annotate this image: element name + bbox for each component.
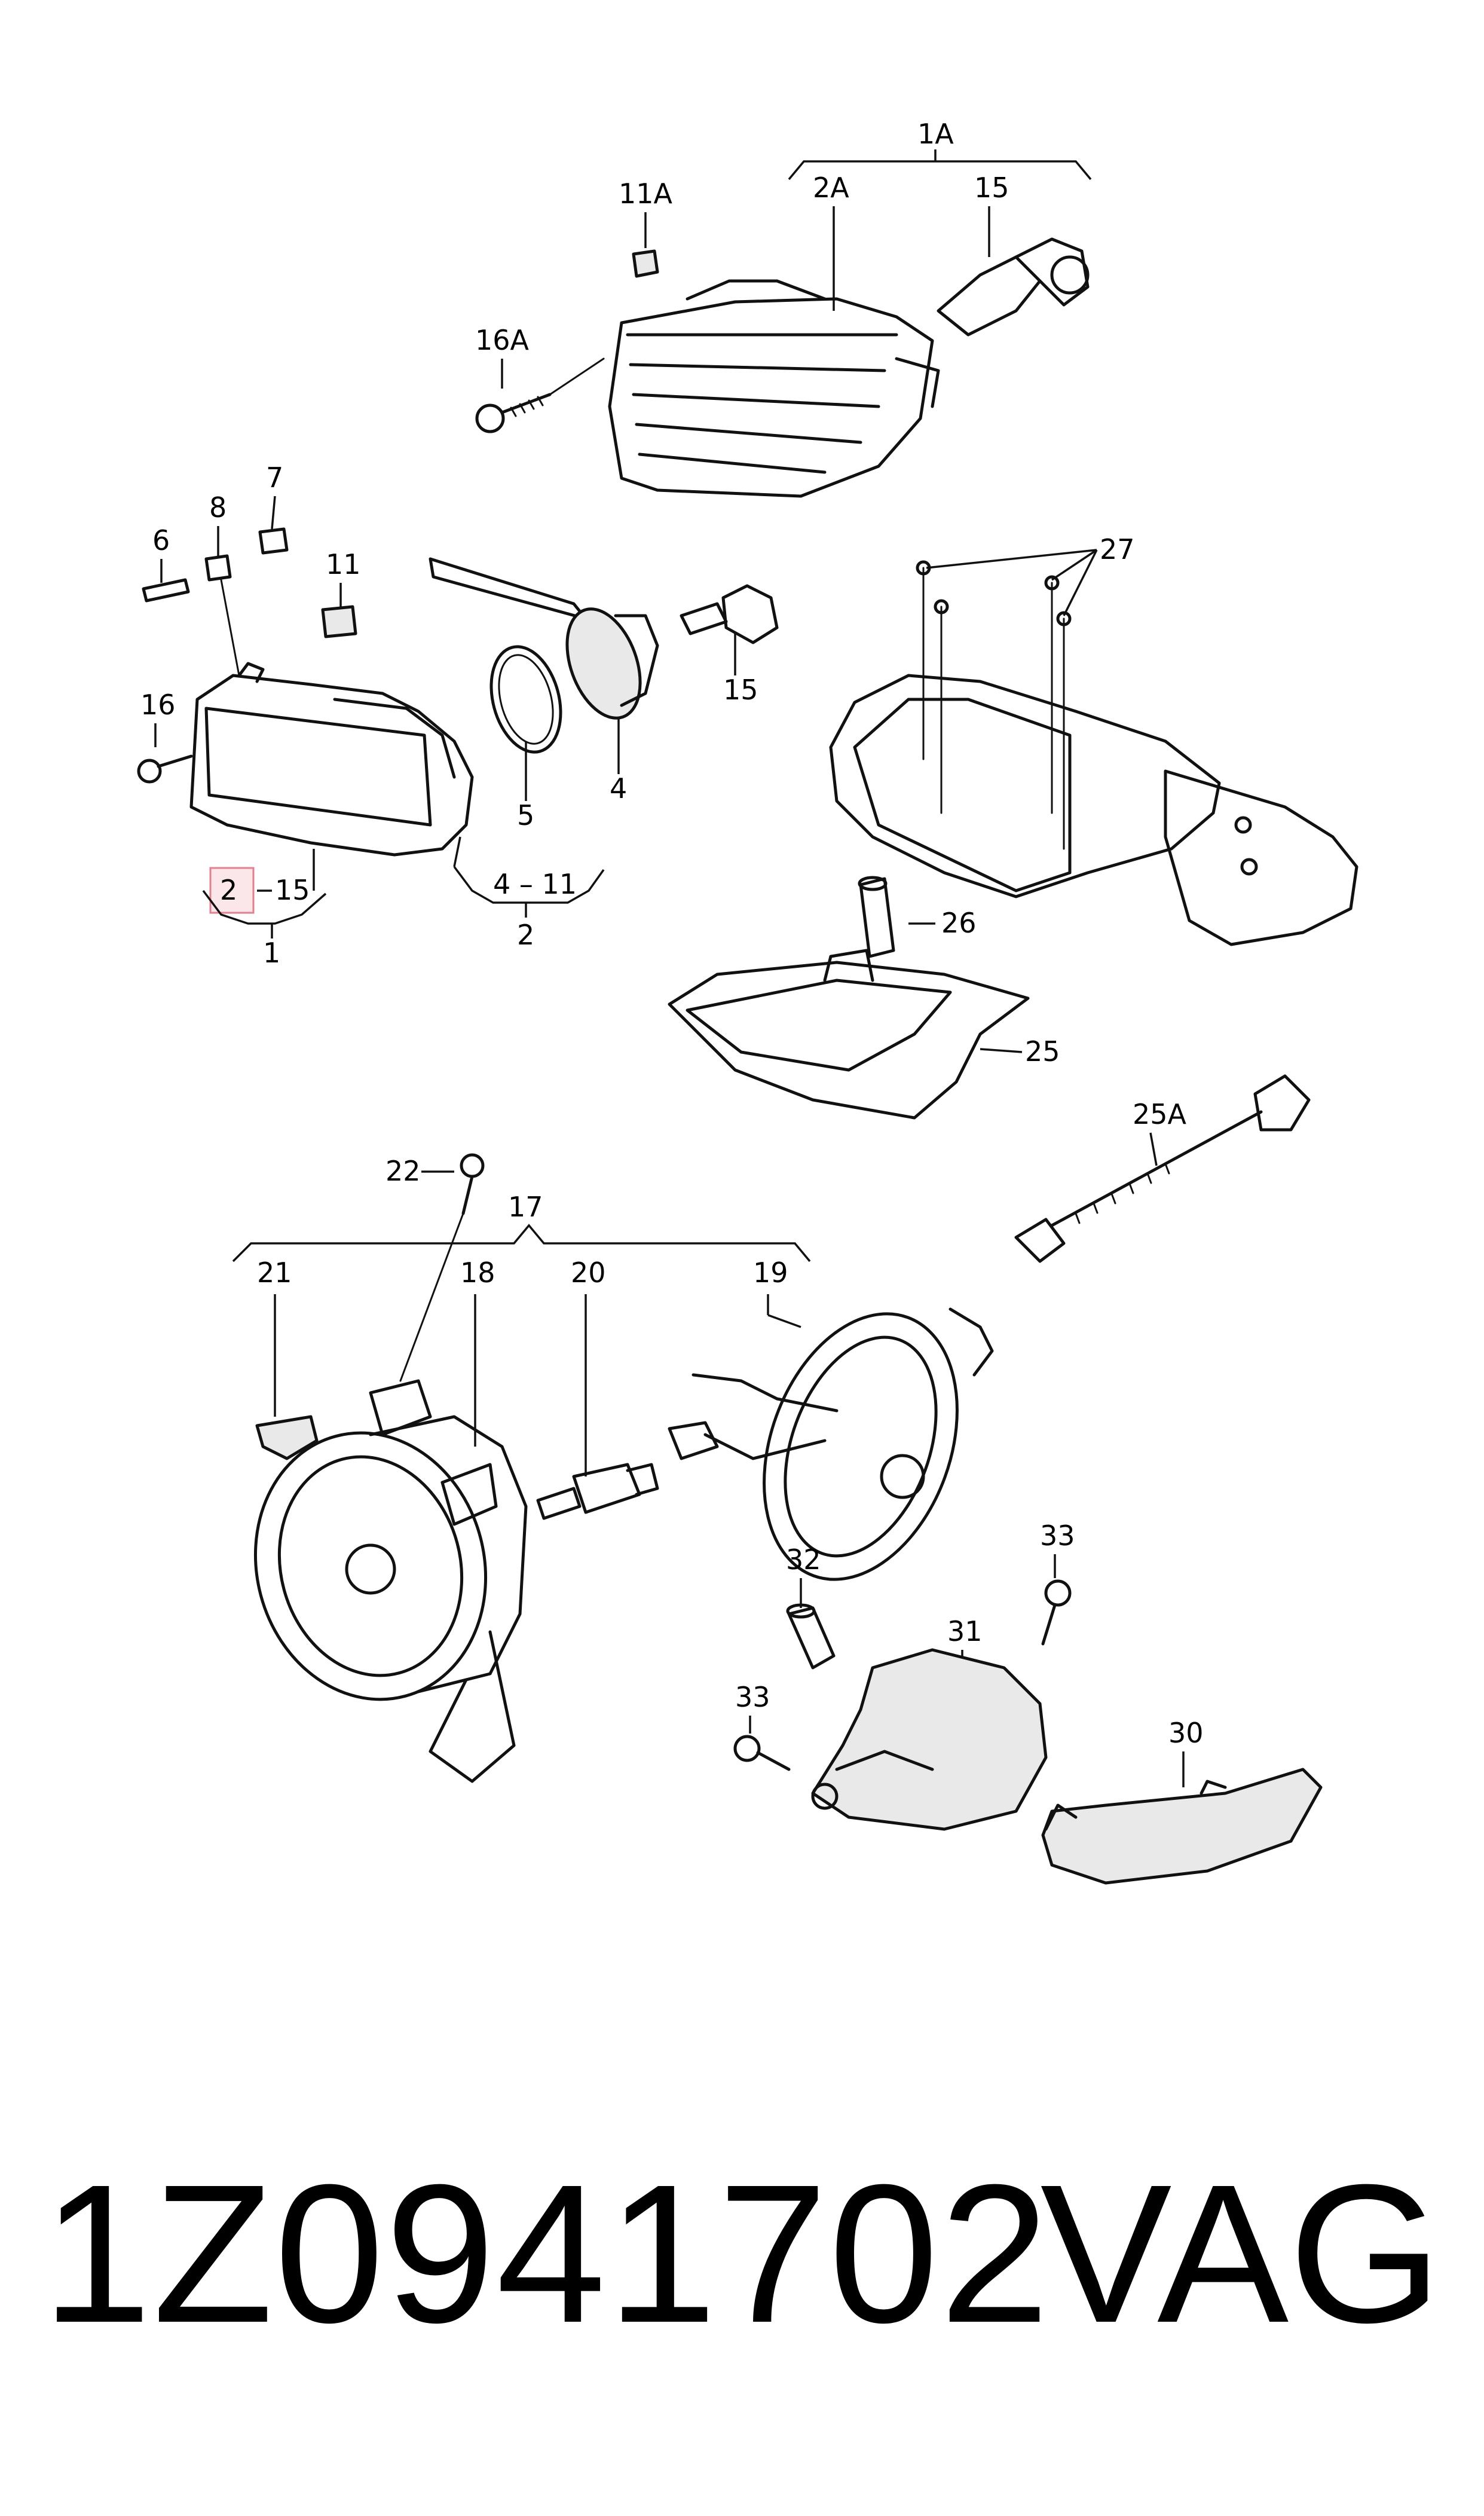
callout-33-right: 33 [1040, 1520, 1075, 1552]
screw-33-right [1041, 1579, 1072, 1646]
callout-33-left: 33 [735, 1681, 770, 1713]
reflector-4 [429, 557, 659, 720]
callout-21: 21 [257, 1257, 292, 1289]
cap-26 [859, 877, 895, 958]
footer: 1Z0941702 VAG [0, 2128, 1484, 2379]
screw-16 [137, 754, 193, 784]
callout-2A: 2A [813, 172, 849, 204]
exploded-parts-diagram: 1A 2A 15 11A 16A 7 8 [137, 118, 1358, 1885]
screw-22 [399, 1153, 485, 1382]
clip-7 [258, 527, 289, 555]
mirror-housing-group: 27 26 25 25A [668, 533, 1358, 1263]
callout-22: 22 [385, 1155, 421, 1187]
bulb-15-mid [680, 584, 779, 644]
bulb-15-top [937, 237, 1090, 337]
fog-lamp-body-18 [253, 1379, 528, 1783]
mirror-glass-plate [1164, 769, 1358, 946]
callout-19: 19 [753, 1257, 788, 1289]
callout-27: 27 [1100, 533, 1135, 565]
callout-11A: 11A [619, 178, 673, 210]
callout-8: 8 [209, 491, 227, 524]
callout-4-11-range: 4 – 11 [493, 868, 577, 900]
callout-30: 30 [1168, 1717, 1204, 1749]
clip-21 [255, 1415, 319, 1460]
adjuster-25a [1014, 1074, 1311, 1263]
callout-15-top: 15 [974, 172, 1009, 204]
callout-7: 7 [266, 461, 283, 494]
callout-2-highlighted: 2 [220, 874, 237, 906]
seal-ring-5 [489, 645, 562, 754]
callout-20: 20 [571, 1257, 606, 1289]
fog-lamp-assembly-17: 22 17 21 18 20 19 [232, 1153, 994, 1783]
brand-name: VAG [1040, 2143, 1442, 2364]
trim-cover-31 [811, 1648, 1048, 1831]
callout-18: 18 [460, 1257, 495, 1289]
nut-11 [321, 605, 357, 638]
callout-17: 17 [508, 1191, 543, 1223]
trim-group: 32 33 33 31 30 [733, 1520, 1323, 1885]
callout-11: 11 [326, 548, 361, 580]
reflector-19 [668, 1307, 994, 1581]
fog-lamp-assembly-1a: 1A 2A 15 11A 16A [475, 118, 1092, 498]
callout-25: 25 [1025, 1035, 1060, 1068]
callout-16A: 16A [475, 324, 530, 356]
screw-6 [142, 578, 190, 603]
callout-5: 5 [517, 799, 534, 831]
callout-31: 31 [947, 1615, 983, 1647]
callout-4: 4 [610, 772, 627, 805]
callout-2-subgroup: 2 [517, 919, 534, 951]
callout-1: 1 [263, 937, 280, 969]
callout-32: 32 [786, 1543, 821, 1576]
fog-lamp-assembly-1: 7 8 6 11 16 5 4 15 2 15 1 4 – 11 2 [137, 461, 779, 969]
fog-lamp-housing-2a [608, 297, 934, 498]
spacer-8 [204, 554, 232, 582]
trim-strip-30 [1041, 1768, 1323, 1885]
callout-15-mid: 15 [723, 674, 758, 706]
bulb-20 [536, 1463, 659, 1520]
callout-1A: 1A [917, 118, 954, 150]
fog-lamp-body-1 [189, 674, 474, 857]
mirror-housing [829, 674, 1221, 898]
screw-33-left [733, 1735, 791, 1771]
nut-11a [632, 249, 659, 278]
cap-32 [787, 1606, 836, 1670]
callout-25A: 25A [1133, 1098, 1187, 1130]
callout-16: 16 [140, 689, 176, 721]
callout-26: 26 [941, 907, 977, 939]
part-number: 1Z0941702 [42, 2143, 1051, 2364]
callout-6: 6 [152, 524, 170, 557]
screw-16a [475, 357, 605, 433]
mirror-base-25 [668, 961, 1030, 1120]
highlight-callout-2 [209, 867, 255, 914]
callout-2-15-range: 15 [275, 874, 310, 906]
